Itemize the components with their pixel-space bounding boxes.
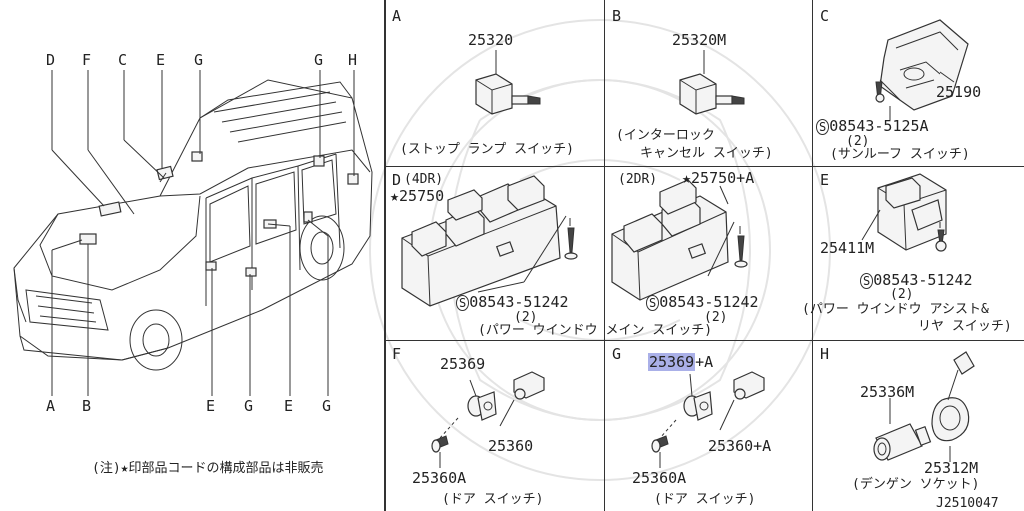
callout-letter-g[interactable]: G (314, 51, 324, 69)
callout-letter-d[interactable]: D (46, 51, 56, 69)
panel-letter-h: H (820, 345, 830, 363)
figure-reference: J2510047 (936, 496, 999, 511)
panel-h-caption: (デンゲン ソケット) (852, 477, 980, 492)
switch-drawing-g (651, 371, 765, 468)
screw-mark-icon: S (816, 119, 830, 135)
callout-letter-c[interactable]: C (118, 51, 128, 69)
switch-drawing-a (475, 50, 541, 115)
switch-drawing-e (861, 173, 947, 252)
socket-drawing-h (873, 351, 975, 462)
part-number-25360a[interactable]: 25360A (412, 469, 467, 487)
part-number-25750[interactable]: ★25750 (390, 187, 445, 205)
part-number-25320m[interactable]: 25320M (672, 31, 727, 49)
part-number-25750-a[interactable]: ★25750+A (682, 169, 755, 187)
part-number-25360a-g[interactable]: 25360A (632, 469, 687, 487)
part-number-25369-a[interactable]: 25369+A (648, 353, 714, 371)
panel-a-caption: (ストップ ランプ スイッチ) (400, 142, 574, 157)
panel-letter-e: E (820, 171, 830, 189)
grid-line (812, 0, 813, 511)
panel-b-caption-2: キャンセル スイッチ) (640, 146, 773, 161)
grid-line (604, 0, 605, 511)
vehicle-callout-leaders (51, 70, 355, 396)
panel-b-caption-1: (インターロック (616, 128, 715, 143)
callout-letter-e[interactable]: E (284, 397, 294, 415)
panel-c-caption: (サンルーフ スイッチ) (830, 147, 970, 162)
switch-drawing-b (679, 50, 745, 115)
panel-d-4dr-label: (4DR) (404, 172, 444, 187)
panel-d-caption: (パワー ウインドウ メイン スイッチ) (478, 323, 713, 338)
highlighted-part: 25369 (648, 353, 696, 371)
screw-mark-icon: S (646, 295, 660, 311)
part-number-25369[interactable]: 25369 (440, 355, 486, 373)
note-text: (注)★印部品コードの構成部品は非販売 (92, 461, 324, 476)
callout-letter-e[interactable]: E (156, 51, 166, 69)
callout-letter-g[interactable]: G (194, 51, 204, 69)
switch-drawing-c (875, 19, 969, 120)
panel-c-qty: (2) (846, 134, 870, 149)
panel-e-caption-1: (パワー ウインドウ アシスト& (802, 302, 989, 317)
grid-line (384, 0, 386, 511)
callout-letter-f[interactable]: F (82, 51, 92, 69)
panel-letter-f: F (392, 345, 402, 363)
panel-d-qty-2dr: (2) (704, 310, 728, 325)
callout-letter-g[interactable]: G (244, 397, 254, 415)
callout-letter-a[interactable]: A (46, 397, 56, 415)
switch-drawing-d-4dr (401, 175, 578, 307)
part-number-25336m[interactable]: 25336M (860, 383, 915, 401)
panel-g-caption: (ドア スイッチ) (654, 492, 756, 507)
grid-line (384, 340, 1024, 341)
vehicle-outline (13, 79, 373, 371)
callout-letter-g[interactable]: G (322, 397, 332, 415)
callout-letter-h[interactable]: H (348, 51, 358, 69)
screw-mark-icon: S (860, 273, 874, 289)
callout-letter-e[interactable]: E (206, 397, 216, 415)
callout-letter-b[interactable]: B (82, 397, 92, 415)
panel-d-2dr-label: (2DR) (618, 172, 658, 187)
panel-f-caption: (ドア スイッチ) (442, 492, 544, 507)
part-number-25360[interactable]: 25360 (488, 437, 534, 455)
panel-letter-a: A (392, 7, 402, 25)
panel-d-qty-4dr: (2) (514, 310, 538, 325)
part-number-25190[interactable]: 25190 (936, 83, 982, 101)
grid-line (384, 166, 1024, 167)
part-number-25411m[interactable]: 25411M (820, 239, 875, 257)
panel-letter-c: C (820, 7, 830, 25)
panel-letter-g: G (612, 345, 622, 363)
part-number-25320[interactable]: 25320 (468, 31, 514, 49)
panel-e-qty: (2) (890, 287, 914, 302)
switch-drawing-f (431, 371, 545, 468)
switch-drawing-d-2dr (611, 179, 748, 301)
panel-letter-b: B (612, 7, 622, 25)
panel-letter-d: D (392, 171, 402, 189)
grid-line (604, 0, 605, 170)
part-number-25360-a[interactable]: 25360+A (708, 437, 772, 455)
screw-mark-icon: S (456, 295, 470, 311)
panel-e-caption-2: リヤ スイッチ) (918, 319, 1012, 334)
part-number-25312m[interactable]: 25312M (924, 459, 979, 477)
